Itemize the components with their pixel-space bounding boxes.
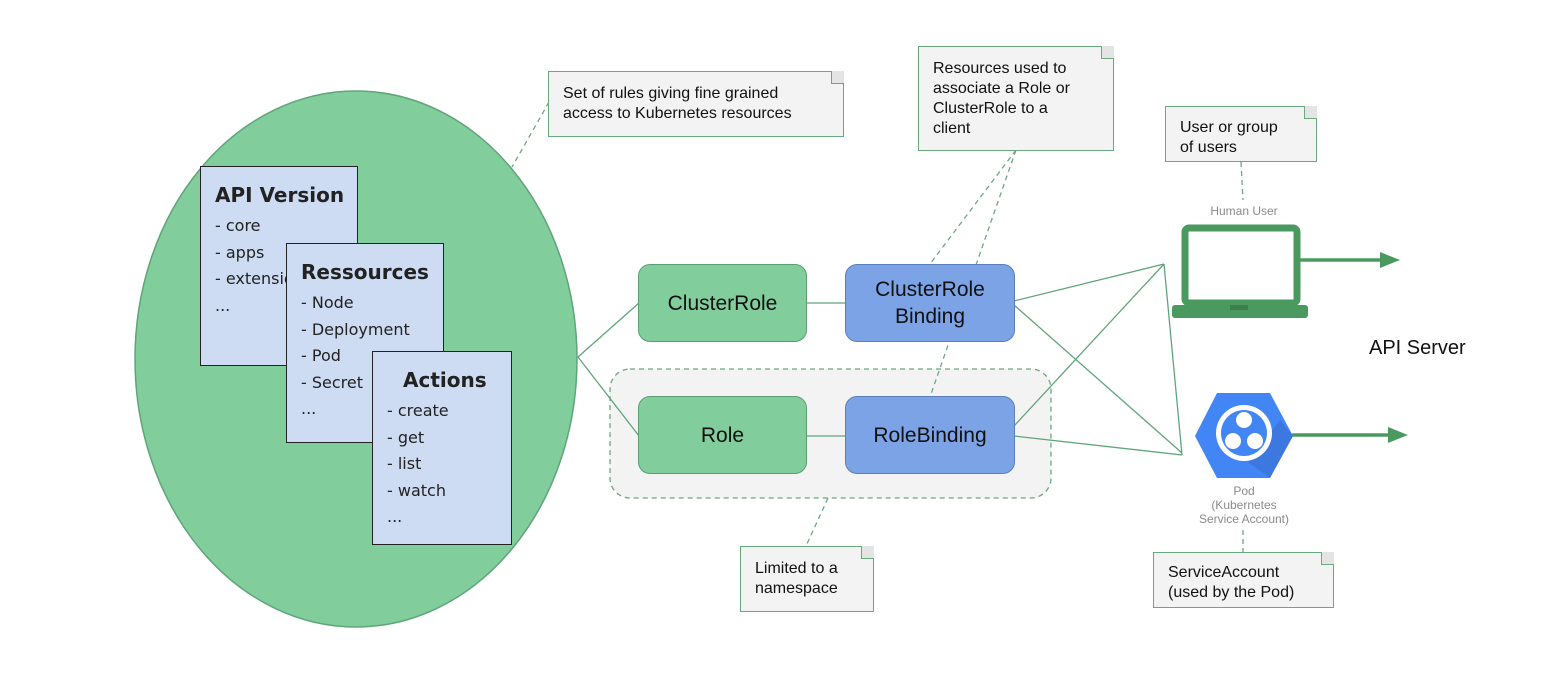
note-line: Limited to a: [755, 560, 838, 577]
role-label: Role: [700, 423, 745, 447]
note-line: Set of rules giving fine grained: [563, 85, 779, 102]
cluster-role-binding-label: ClusterRole Binding: [875, 276, 985, 330]
resources-item: - Secret: [301, 372, 363, 392]
pod-label-line: Pod: [1233, 484, 1255, 498]
cluster-role-label: ClusterRole: [667, 291, 778, 315]
actions-item: - create: [387, 401, 449, 420]
actions-card: Actions - create - get - list - watch ..…: [372, 351, 512, 545]
arrow-pod-to-api: [1292, 427, 1408, 443]
resources-item: - Deployment: [301, 319, 410, 339]
note-fold: [1304, 106, 1317, 119]
api-version-item: - apps: [215, 242, 265, 262]
actions-title: Actions: [403, 368, 487, 392]
note-fold: [861, 546, 874, 559]
api-version-item: - core: [215, 216, 261, 235]
role-binding-node: RoleBinding: [845, 396, 1015, 474]
note-line: User or group: [1180, 119, 1278, 136]
bindings-note: Resources used to associate a Role or Cl…: [918, 46, 1114, 151]
pod-label: Pod (Kubernetes Service Account): [1184, 484, 1304, 526]
resources-title: Ressources: [301, 260, 429, 284]
actions-item: - watch: [387, 480, 446, 500]
pod-label-line: (Kubernetes: [1211, 498, 1277, 512]
note-fold: [1101, 46, 1114, 59]
cluster-role-binding-node: ClusterRole Binding: [845, 264, 1015, 342]
arrow-user-to-api: [1300, 252, 1400, 268]
cluster-role-binding-line: Binding: [894, 305, 966, 328]
note-line: of users: [1180, 139, 1237, 156]
pod-label-line: Service Account): [1198, 512, 1290, 526]
cluster-role-binding-line: ClusterRole: [875, 278, 985, 301]
note-line: access to Kubernetes resources: [563, 105, 792, 122]
note-line: client: [933, 120, 971, 137]
human-user-label: Human User: [1210, 204, 1278, 218]
api-version-item: ...: [215, 295, 231, 315]
actions-item: - get: [387, 427, 425, 447]
user-note: User or group of users: [1165, 106, 1317, 162]
resources-item: - Pod: [301, 346, 341, 365]
note-line: ServiceAccount: [1168, 564, 1280, 581]
laptop-icon: [1172, 224, 1308, 318]
api-server-label: API Server: [1369, 337, 1466, 359]
pod-icon: [1195, 393, 1293, 478]
note-line: ClusterRole to a: [933, 100, 1048, 117]
resources-item: - Node: [301, 293, 354, 312]
note-line: Resources used to: [933, 60, 1067, 77]
resources-item: ...: [301, 399, 317, 418]
cluster-role-node: ClusterRole: [638, 264, 807, 342]
note-fold: [1321, 552, 1334, 565]
role-binding-label: RoleBinding: [873, 423, 987, 447]
namespace-note: Limited to a namespace: [740, 546, 874, 612]
actions-item: ...: [387, 507, 403, 526]
role-node: Role: [638, 396, 807, 474]
note-line: namespace: [755, 580, 838, 597]
api-version-title: API Version: [215, 183, 345, 207]
rules-note: Set of rules giving fine grained access …: [548, 71, 844, 137]
actions-item: - list: [387, 454, 422, 473]
note-line: associate a Role or: [933, 80, 1070, 97]
note-line: (used by the Pod): [1168, 584, 1295, 601]
note-fold: [831, 71, 844, 84]
service-account-note: ServiceAccount (used by the Pod): [1153, 552, 1334, 608]
connectors: [577, 263, 1183, 456]
